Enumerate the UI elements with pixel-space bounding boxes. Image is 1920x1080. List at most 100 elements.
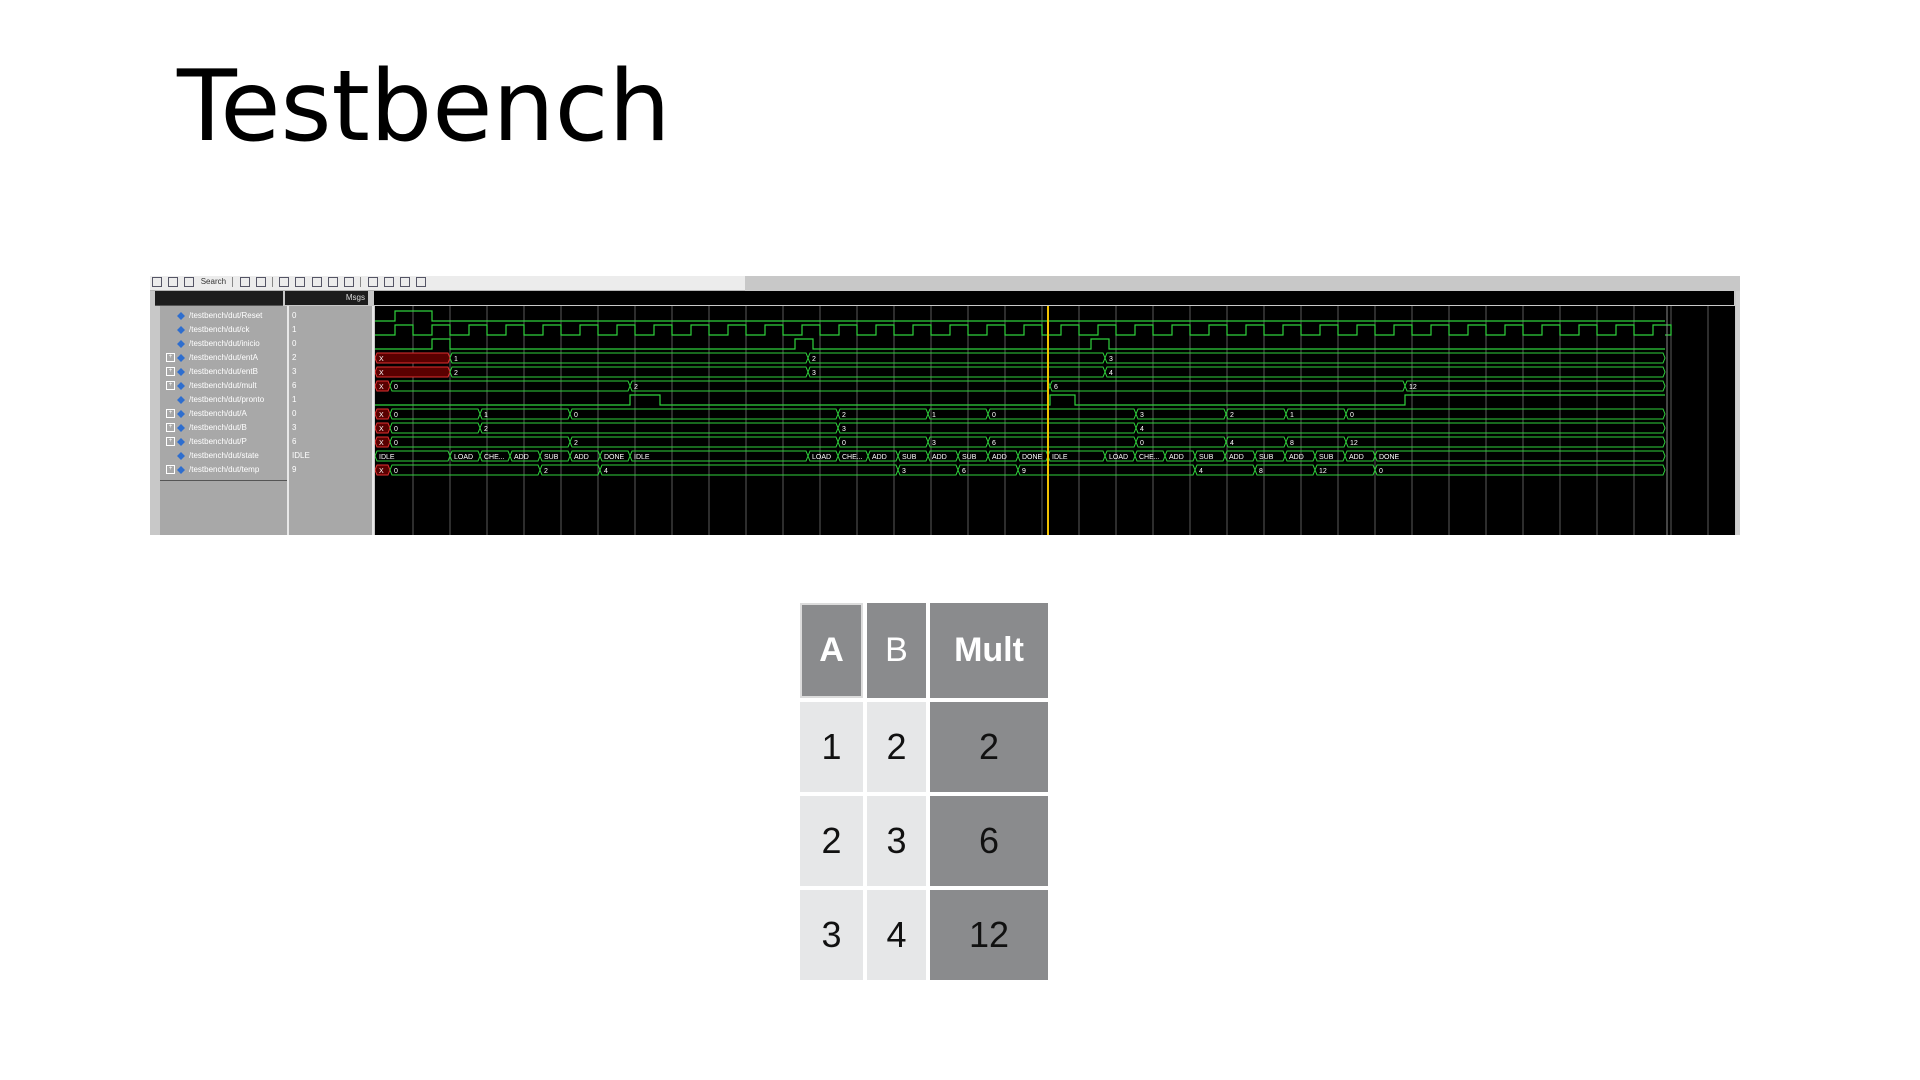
cell-a: 3 [800, 890, 863, 980]
signal-icon [177, 437, 185, 446]
signal-label: /testbench/dut/inicio [189, 339, 260, 348]
signal-name[interactable]: +/testbench/dut/mult [166, 379, 286, 393]
bus-segment [569, 436, 839, 448]
bus-label: 1 [454, 356, 458, 363]
bus-segment [987, 450, 1019, 462]
signal-icon [177, 451, 185, 460]
bus-segment [807, 352, 1106, 364]
find-icon[interactable] [239, 277, 250, 287]
signal-name[interactable]: +/testbench/dut/entA [166, 351, 286, 365]
expand-icon[interactable]: + [166, 465, 175, 475]
bus-segment [1225, 436, 1287, 448]
cursor-icon[interactable] [168, 277, 179, 287]
bus-label: LOAD [812, 454, 831, 461]
bus-label: 0 [574, 412, 578, 419]
signal-name[interactable]: /testbench/dut/state [166, 449, 286, 463]
bus-label: 4 [1199, 468, 1203, 475]
msgs-header: Msgs [285, 291, 368, 305]
table-row: 2 3 6 [800, 796, 1048, 886]
step-icon[interactable] [184, 277, 195, 287]
bookmark-icon[interactable] [344, 277, 355, 287]
bus-label: SUB [544, 454, 559, 461]
signal-name[interactable]: +/testbench/dut/temp [166, 463, 286, 477]
signal-name[interactable]: /testbench/dut/pronto [166, 393, 286, 407]
bus-segment [449, 450, 481, 462]
expand-icon[interactable]: + [166, 423, 175, 433]
bus-label: 12 [1350, 440, 1358, 447]
bus-label: 1 [1290, 412, 1294, 419]
insert-cursor-icon[interactable] [367, 277, 378, 287]
bus-label: SUB [962, 454, 977, 461]
header-a: A [800, 603, 863, 698]
bus-segment [569, 408, 839, 420]
bus-label: 1 [484, 412, 488, 419]
expand-icon[interactable]: + [166, 409, 175, 419]
signal-value: 0 [292, 339, 297, 348]
bus-segment [1254, 450, 1286, 462]
bus-segment [479, 450, 511, 462]
bus-segment [1374, 464, 1666, 476]
bus-segment [807, 450, 839, 462]
signal-name[interactable]: +/testbench/dut/A [166, 407, 286, 421]
bus-segment [1049, 380, 1406, 392]
vertical-scrollbar[interactable] [1736, 291, 1740, 535]
bus-label: ADD [932, 454, 947, 461]
prev-edge-icon[interactable] [311, 277, 322, 287]
bus-segment [1135, 422, 1666, 434]
signal-name[interactable]: +/testbench/dut/entB [166, 365, 286, 379]
bus-label: 4 [1140, 426, 1144, 433]
search-label[interactable]: Search [200, 277, 227, 286]
names-header [155, 291, 283, 306]
bus-label: SUB [1319, 454, 1334, 461]
signal-value: 2 [292, 353, 297, 362]
bus-segment [539, 450, 571, 462]
bus-segment [1104, 352, 1666, 364]
cell-mult: 12 [930, 890, 1048, 980]
signal-name[interactable]: /testbench/dut/Reset [166, 309, 286, 323]
signal-value: 1 [292, 325, 297, 334]
bus-label: 4 [1109, 370, 1113, 377]
zoom-icon[interactable] [152, 277, 162, 287]
bus-label: 2 [634, 384, 638, 391]
bus-segment [1344, 450, 1376, 462]
bus-segment [927, 436, 989, 448]
bus-segment [389, 380, 631, 392]
expand-icon[interactable]: + [166, 437, 175, 447]
signal-name[interactable]: /testbench/dut/inicio [166, 337, 286, 351]
bus-label: 0 [394, 384, 398, 391]
bus-label: 0 [394, 412, 398, 419]
bus-label: X [379, 356, 384, 363]
signal-value: 0 [292, 409, 297, 418]
bus-label: 8 [1290, 440, 1294, 447]
signal-name[interactable]: +/testbench/dut/B [166, 421, 286, 435]
filter-icon[interactable] [255, 277, 266, 287]
expand-icon[interactable]: + [166, 353, 175, 363]
undo-icon[interactable] [279, 277, 290, 287]
digital-trace [375, 338, 1665, 350]
grid-icon[interactable] [400, 277, 411, 287]
digital-trace [375, 310, 1665, 322]
bus-label: ADD [992, 454, 1007, 461]
signal-icon [177, 423, 185, 432]
bus-label: 0 [842, 440, 846, 447]
bus-segment [389, 464, 541, 476]
signal-name[interactable]: +/testbench/dut/P [166, 435, 286, 449]
next-edge-icon[interactable] [327, 277, 338, 287]
signal-name[interactable]: /testbench/dut/ck [166, 323, 286, 337]
bus-label: ADD [514, 454, 529, 461]
layout-icon[interactable] [416, 277, 427, 287]
cell-b: 3 [867, 796, 926, 886]
bus-segment [1194, 464, 1256, 476]
delete-cursor-icon[interactable] [383, 277, 394, 287]
expand-icon[interactable]: + [166, 367, 175, 377]
redo-icon[interactable] [295, 277, 306, 287]
bus-label: 8 [1259, 468, 1263, 475]
results-table: A B Mult 1 2 2 2 3 6 3 4 12 [796, 599, 1052, 984]
bus-label: 0 [394, 468, 398, 475]
waveform-toolbar: Search [150, 276, 745, 291]
bus-label: IDLE [1052, 454, 1068, 461]
expand-icon[interactable]: + [166, 381, 175, 391]
signal-icon [177, 465, 185, 474]
